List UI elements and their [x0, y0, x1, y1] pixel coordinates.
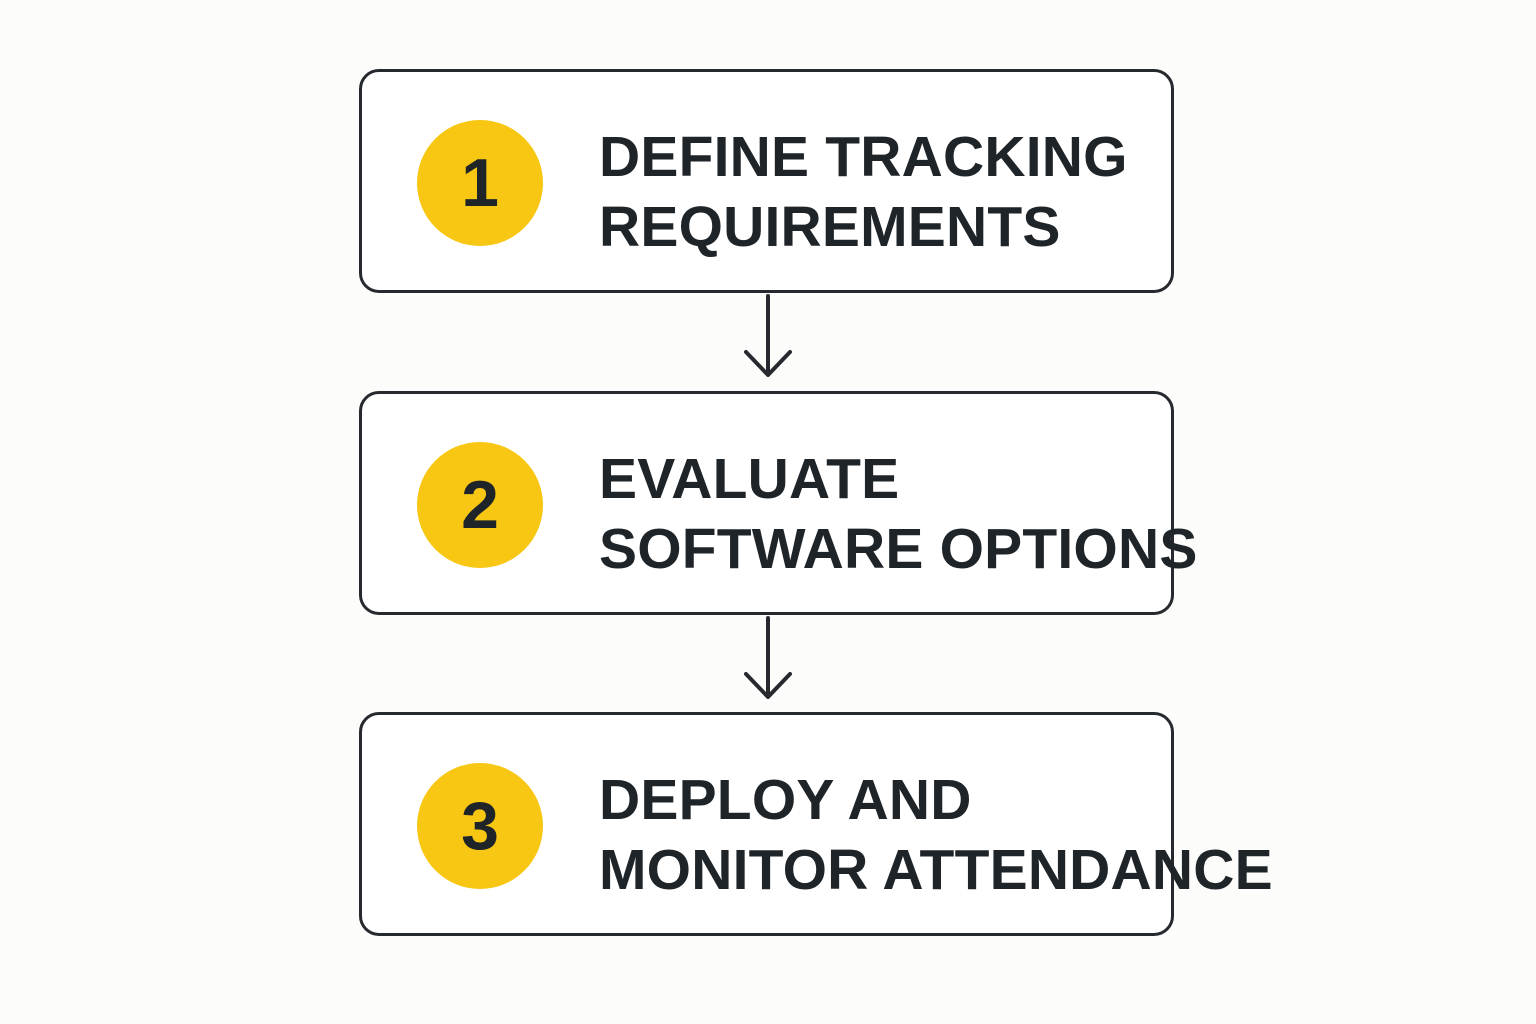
- step-card-3: 3 DEPLOY AND MONITOR ATTENDANCE: [359, 712, 1273, 936]
- step-number-badge-3: 3: [417, 763, 543, 889]
- step-title-3: DEPLOY AND MONITOR ATTENDANCE: [599, 765, 1273, 905]
- arrow-down-icon: [744, 616, 792, 699]
- step-number-badge-2: 2: [417, 442, 543, 568]
- step-number-badge-1: 1: [417, 120, 543, 246]
- step-card-2: 2 EVALUATE SOFTWARE OPTIONS: [359, 391, 1198, 615]
- step-title-1: DEFINE TRACKING REQUIREMENTS: [599, 122, 1169, 262]
- step-title-line-1: DEFINE TRACKING: [599, 125, 1128, 189]
- step-title-2: EVALUATE SOFTWARE OPTIONS: [599, 444, 1198, 584]
- step-title-line-2: MONITOR ATTENDANCE: [599, 838, 1273, 902]
- step-title-line-1: DEPLOY AND: [599, 768, 972, 832]
- step-title-line-1: EVALUATE: [599, 447, 900, 511]
- arrow-down-icon: [744, 294, 792, 377]
- step-card-1: 1 DEFINE TRACKING REQUIREMENTS: [359, 69, 1174, 293]
- step-title-line-2: REQUIREMENTS: [599, 195, 1061, 259]
- step-title-line-2: SOFTWARE OPTIONS: [599, 517, 1198, 581]
